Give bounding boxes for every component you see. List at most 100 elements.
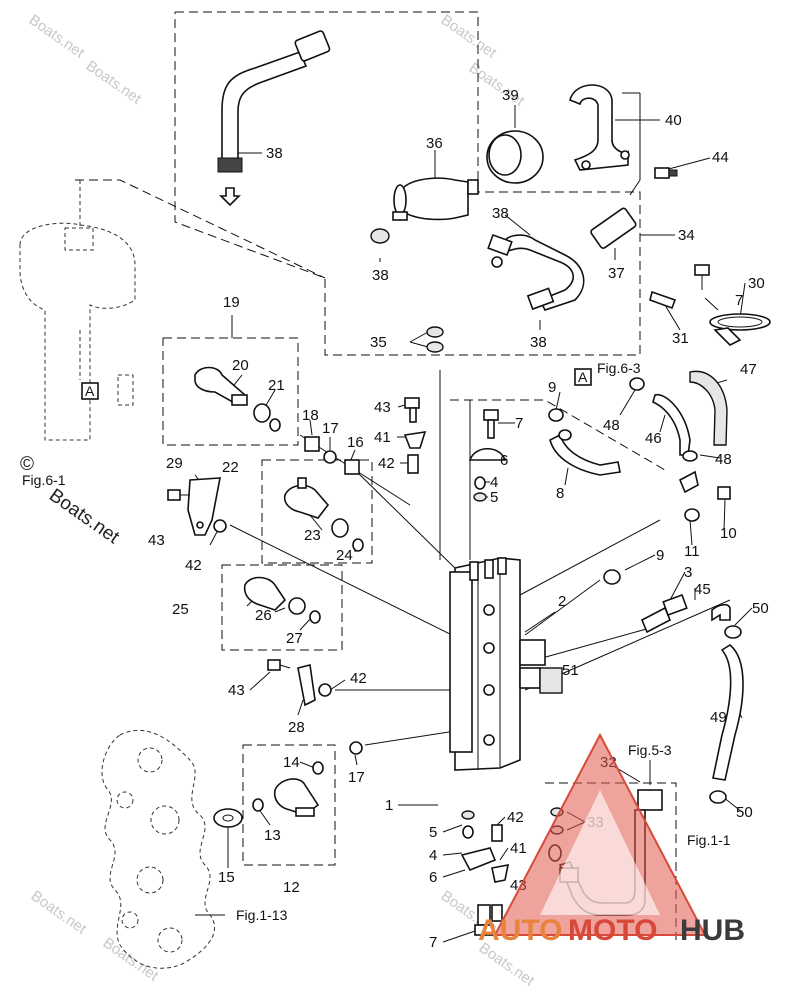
callout-41: 41 [510,840,527,857]
callout-18: 18 [302,407,319,424]
callout-43: 43 [228,682,245,699]
watermark-text-large: Boats.net [45,485,123,549]
fig-ref-1-1: Fig.1-1 [687,832,731,848]
callout-5: 5 [490,489,498,506]
fig-ref-6-3: Fig.6-3 [597,360,641,376]
callout-45: 45 [694,581,711,598]
callout-42: 42 [185,557,202,574]
callout-38: 38 [492,205,509,222]
regulator-group-22-box [261,459,373,564]
pressure-fittings [640,593,744,804]
callout-5: 5 [429,824,437,841]
callout-19: 19 [223,294,240,311]
callout-25: 25 [172,601,189,618]
return-hoses [548,264,771,585]
hose-routing-dashed [450,399,666,471]
marker-a-label: A [578,369,588,385]
callout-1: 1 [385,797,393,814]
marker-box-a [574,368,592,386]
callout-10: 10 [720,525,737,542]
callout-4: 4 [429,847,437,864]
rail-mount-fittings-top [403,397,507,502]
pressure-regulator-assembly [283,477,364,552]
callout-48: 48 [603,417,620,434]
filter-link-dashed [75,179,326,279]
automotohub-logo: AUTO MOTO HUB [478,732,745,947]
callout-51: 51 [562,662,579,679]
callout-38: 38 [530,334,547,351]
callout-22: 22 [222,459,239,476]
callout-21: 21 [268,377,285,394]
engine-block-outline [101,729,216,969]
callout-43: 43 [148,532,165,549]
callout-6: 6 [500,452,508,469]
callout-50: 50 [736,804,753,821]
callout-7: 7 [429,934,437,951]
injector-25-assembly [243,576,321,624]
callout-42: 42 [378,455,395,472]
brackets [167,477,332,707]
callout-31: 31 [672,330,689,347]
filter-outlet-hose [426,207,637,353]
logo-text-hub: HUB [680,914,745,947]
callout-41: 41 [374,429,391,446]
callout-15: 15 [218,869,235,886]
callout-29: 29 [166,455,183,472]
callout-38: 38 [372,267,389,284]
watermark-text: Boats.net [26,11,88,62]
callout-46: 46 [645,430,662,447]
callout-42: 42 [507,809,524,826]
callout-50: 50 [752,600,769,617]
callout-27: 27 [286,630,303,647]
callout-49: 49 [710,709,727,726]
callout-40: 40 [665,112,682,129]
watermark-text: Boats.net [83,57,145,108]
vapor-separator-outline [19,180,136,441]
callout-8: 8 [556,485,564,502]
fig-ref-1-13: Fig.1-13 [236,907,288,923]
callout-13: 13 [264,827,281,844]
logo-text-auto: AUTO [478,914,562,947]
callout-34: 34 [678,227,695,244]
callout-9: 9 [656,547,664,564]
callout-7: 7 [515,415,523,432]
watermark-text: Boats.net [100,934,162,985]
injector-group-12-box [242,744,336,866]
marker-box-a [81,382,99,400]
watermark-text: Boats.net [466,59,528,110]
callout-23: 23 [304,527,321,544]
callout-30: 30 [748,275,765,292]
callout-11: 11 [684,543,700,560]
callout-3: 3 [684,564,692,581]
callout-17: 17 [322,420,339,437]
callout-43: 43 [374,399,391,416]
callout-42: 42 [350,670,367,687]
callout-28: 28 [288,719,305,736]
callout-7: 7 [735,292,743,309]
injector-12-assembly [213,741,363,828]
fig-ref-5-3: Fig.5-3 [628,742,672,758]
fuel-filter-assembly-boundary [174,11,641,356]
filter-bands [486,84,678,184]
callout-44: 44 [712,149,729,166]
marker-a-label: A [85,383,95,399]
callout-14: 14 [283,754,300,771]
rail-mount-fittings-bottom [460,810,510,936]
callout-36: 36 [426,135,443,152]
callout-2: 2 [558,593,566,610]
fuel-rail [449,557,563,771]
callout-12: 12 [283,879,300,896]
callout-37: 37 [608,265,625,282]
callout-16: 16 [347,434,364,451]
callout-4: 4 [490,474,498,491]
watermark-text: Boats.net [438,11,500,62]
logo-text-moto: MOTO [568,914,657,947]
injector-19-assembly [194,366,360,475]
upper-fuel-hose [217,30,390,244]
callout-47: 47 [740,361,757,378]
callout-35: 35 [370,334,387,351]
callout-24: 24 [336,547,353,564]
injector-group-19-box [162,337,299,446]
